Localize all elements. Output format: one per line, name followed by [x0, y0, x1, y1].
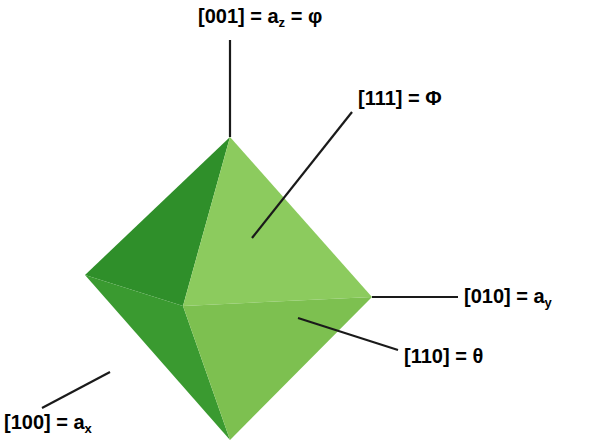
axis-label: [111] = Φ — [358, 86, 442, 110]
axis-label: [010] = ay — [464, 284, 552, 308]
axis-label: [001] = az = φ — [198, 4, 322, 28]
y-axis-line — [372, 296, 458, 298]
axis-label: [110] = θ — [404, 344, 483, 368]
leader-111 — [252, 112, 352, 238]
x-axis-line — [42, 372, 110, 408]
z-axis-line — [229, 40, 231, 137]
lower-front-face — [183, 297, 372, 440]
axis-label: [100] = ax — [4, 410, 92, 434]
upper-front-face — [183, 137, 372, 306]
leader-110 — [298, 318, 398, 350]
